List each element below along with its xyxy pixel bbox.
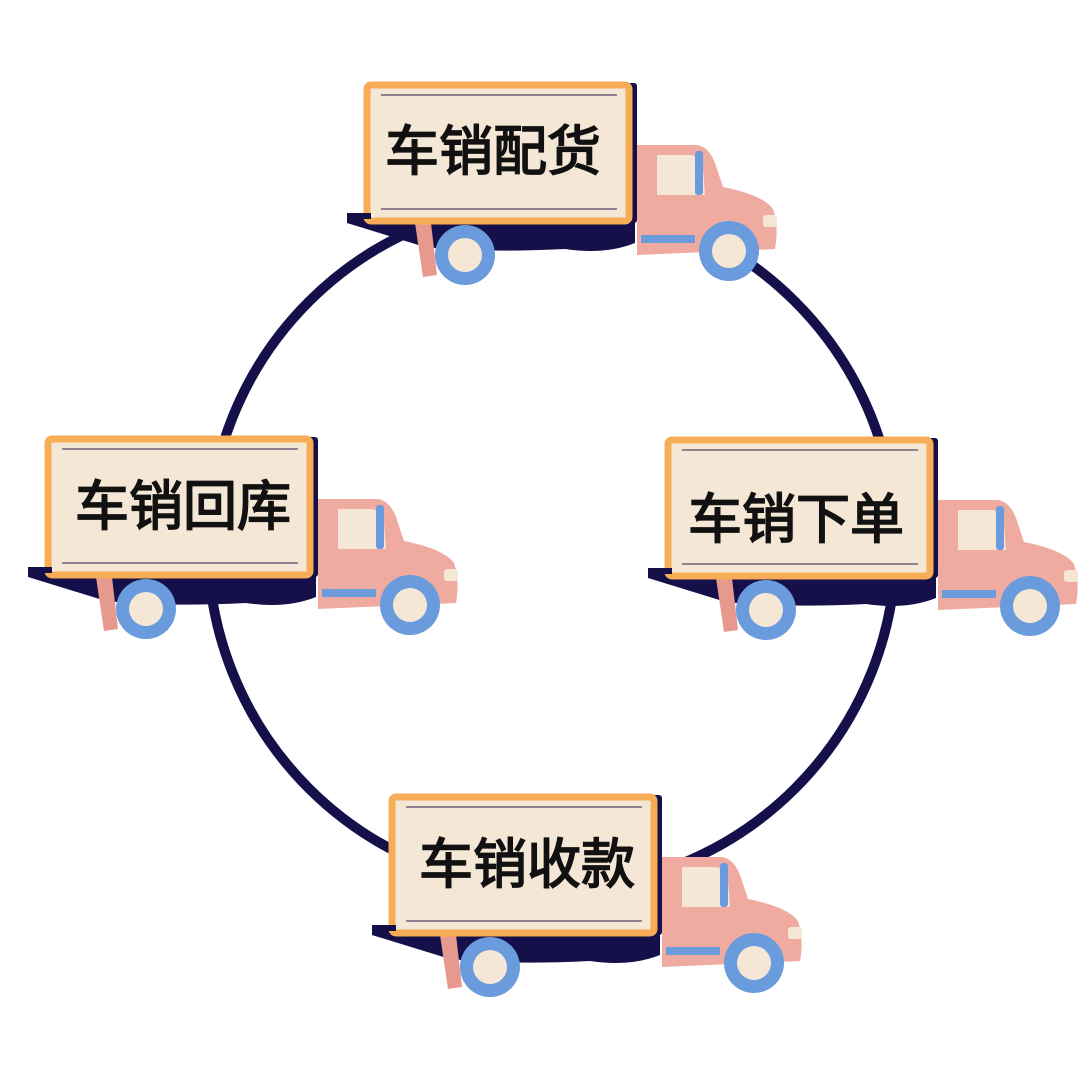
truck-box [44, 435, 314, 579]
truck-left [28, 435, 458, 639]
truck-hub-rear [448, 238, 482, 272]
truck-top [347, 81, 777, 285]
truck-window [657, 155, 705, 195]
truck-window [682, 867, 730, 907]
truck-step [641, 235, 695, 243]
truck-label-left: 车销回库 [75, 475, 291, 538]
truck-mudflap [96, 577, 118, 631]
truck-tail [28, 567, 52, 573]
truck-window [958, 510, 1006, 550]
truck-hub-front [712, 234, 746, 268]
truck-step [322, 589, 376, 597]
truck-bottom [372, 793, 802, 997]
truck-hub-rear [473, 950, 507, 984]
truck-right [648, 436, 1078, 640]
truck-mirror [695, 151, 703, 195]
truck-mirror [996, 506, 1004, 550]
truck-mudflap [415, 223, 437, 277]
truck-hub-rear [749, 593, 783, 627]
truck-label-bottom: 车销收款 [419, 833, 635, 896]
truck-mudflap [716, 578, 738, 632]
truck-headlight [444, 569, 458, 581]
truck-label-top: 车销配货 [385, 120, 601, 183]
truck-hub-rear [129, 592, 163, 626]
truck-headlight [763, 215, 777, 227]
truck-headlight [1064, 570, 1078, 582]
truck-hub-front [393, 588, 427, 622]
truck-tail [372, 925, 396, 931]
truck-label-right: 车销下单 [688, 488, 904, 551]
truck-mirror [720, 863, 728, 907]
truck-hub-front [1013, 589, 1047, 623]
truck-box [363, 81, 633, 225]
truck-tail [648, 568, 672, 574]
truck-tail [347, 213, 371, 219]
truck-box [664, 436, 934, 580]
truck-mudflap [440, 935, 462, 989]
truck-headlight [788, 927, 802, 939]
truck-hub-front [737, 946, 771, 980]
truck-step [942, 590, 996, 598]
truck-step [666, 947, 720, 955]
truck-box [388, 793, 658, 937]
truck-window [338, 509, 386, 549]
truck-mirror [376, 505, 384, 549]
